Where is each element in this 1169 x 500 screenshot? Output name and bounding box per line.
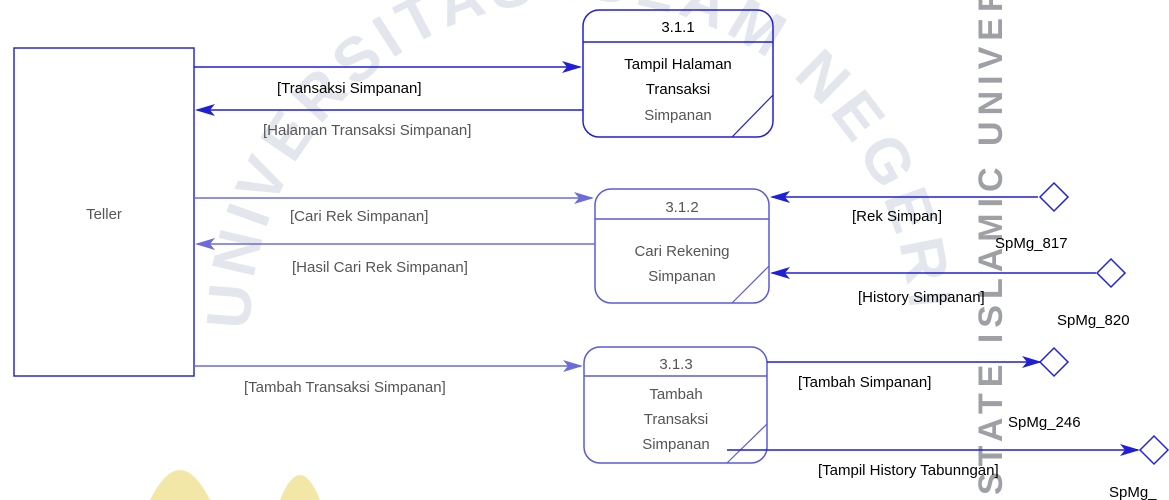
- process-name-line: Simpanan: [644, 107, 712, 124]
- entity-teller[interactable]: Teller: [13, 47, 195, 377]
- flow-label-cari-rek-simpanan: [Cari Rek Simpanan]: [290, 208, 428, 225]
- data-store-spmg-partial[interactable]: SpMg_: [1109, 434, 1169, 500]
- entity-label: Teller: [86, 206, 122, 223]
- data-store-spmg-820[interactable]: SpMg_820: [1057, 257, 1130, 329]
- flow-label-tambah-transaksi-simpanan: [Tambah Transaksi Simpanan]: [244, 379, 446, 396]
- process-name-line: Cari Rekening: [634, 243, 729, 260]
- process-name-line: Transaksi: [646, 81, 710, 98]
- svg-text:STATE ISLAMIC UNIVERSITY: STATE ISLAMIC UNIVERSITY: [972, 0, 1010, 495]
- store-label: SpMg_: [1109, 484, 1157, 500]
- flow-label-history-simpanan: [History Simpanan]: [858, 289, 985, 306]
- process-3-1-2[interactable]: 3.1.2 Cari Rekening Simpanan: [594, 188, 770, 304]
- process-name-line: Tampil Halaman: [624, 56, 732, 73]
- process-name-line: Transaksi: [644, 411, 708, 428]
- data-store-spmg-817[interactable]: SpMg_817: [995, 181, 1070, 252]
- process-3-1-3[interactable]: 3.1.3 Tambah Transaksi Simpanan: [583, 346, 768, 464]
- flow-label-halaman-transaksi-simpanan: [Halaman Transaksi Simpanan]: [263, 122, 471, 139]
- store-label: SpMg_246: [1008, 414, 1081, 431]
- store-label: SpMg_817: [995, 235, 1068, 252]
- store-label: SpMg_820: [1057, 312, 1130, 329]
- process-id: 3.1.1: [661, 19, 694, 36]
- flow-label-tampil-history-tabungan: [Tampil History Tabunngan]: [818, 462, 999, 479]
- process-id: 3.1.2: [665, 199, 698, 216]
- process-name-line: Simpanan: [642, 436, 710, 453]
- process-name-line: Simpanan: [648, 268, 716, 285]
- flow-label-hasil-cari-rek-simpanan: [Hasil Cari Rek Simpanan]: [292, 259, 468, 276]
- flow-label-rek-simpan: [Rek Simpan]: [852, 208, 942, 225]
- process-id: 3.1.3: [659, 356, 692, 373]
- flow-label-transaksi-simpanan: [Transaksi Simpanan]: [277, 80, 422, 97]
- process-3-1-1[interactable]: 3.1.1 Tampil Halaman Transaksi Simpanan: [582, 9, 774, 138]
- process-name-line: Tambah: [649, 386, 702, 403]
- data-store-spmg-246[interactable]: SpMg_246: [1008, 346, 1081, 431]
- flow-label-tambah-simpanan: [Tambah Simpanan]: [798, 374, 931, 391]
